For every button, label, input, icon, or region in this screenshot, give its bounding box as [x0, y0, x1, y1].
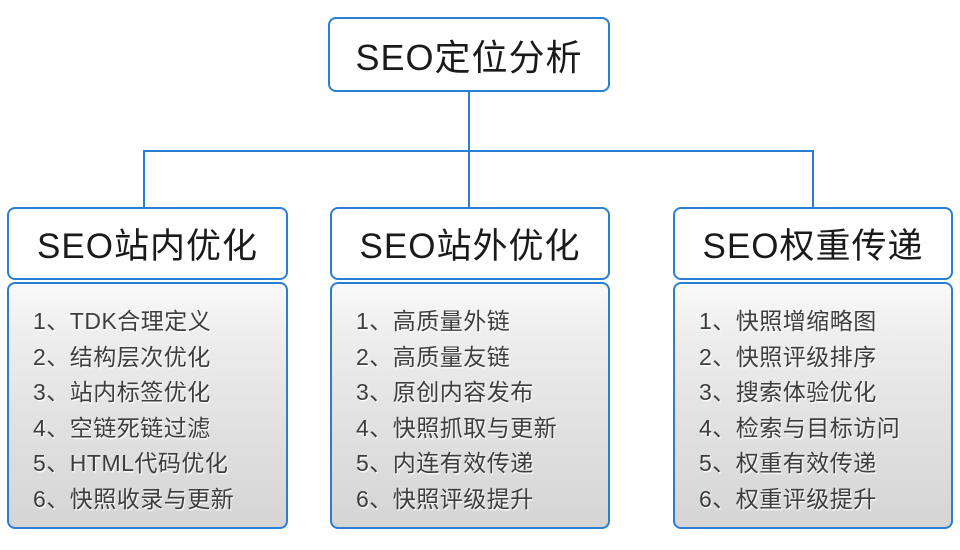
list-item: 2、快照评级排序 [699, 343, 877, 370]
connector-root-vertical [468, 92, 470, 151]
list-item: 3、站内标签优化 [33, 379, 211, 406]
column-list-weight-transfer: 1、快照增缩略图 2、快照评级排序 3、搜索体验优化 4、检索与目标访问 5、权… [673, 282, 953, 529]
list-item: 6、快照收录与更新 [33, 485, 235, 512]
root-node-seo-positioning: SEO定位分析 [328, 17, 610, 92]
list-item: 3、原创内容发布 [356, 379, 534, 406]
column-header-label: SEO站内优化 [37, 227, 258, 266]
column-header-offsite: SEO站外优化 [330, 207, 610, 280]
list-item: 6、快照评级提升 [356, 485, 534, 512]
list-item: 1、TDK合理定义 [33, 308, 212, 334]
column-header-weight-transfer: SEO权重传递 [673, 207, 953, 280]
list-item: 5、权重有效传递 [699, 450, 877, 477]
list-item: 2、高质量友链 [356, 343, 511, 370]
list-item: 6、权重评级提升 [699, 485, 877, 512]
column-header-label: SEO站外优化 [359, 227, 581, 266]
list-item: 4、快照抓取与更新 [356, 414, 558, 441]
connector-horizontal [143, 150, 814, 152]
root-node-label: SEO定位分析 [355, 36, 583, 78]
list-item: 2、结构层次优化 [33, 343, 211, 370]
list-item: 5、HTML代码优化 [33, 450, 229, 477]
connector-middle-vertical [468, 150, 470, 207]
list-item: 3、搜索体验优化 [699, 379, 877, 406]
column-list-onsite: 1、TDK合理定义 2、结构层次优化 3、站内标签优化 4、空链死链过滤 5、H… [7, 282, 288, 529]
column-header-onsite: SEO站内优化 [7, 207, 288, 280]
list-item: 1、快照增缩略图 [699, 308, 877, 334]
column-header-label: SEO权重传递 [702, 227, 924, 266]
column-list-offsite: 1、高质量外链 2、高质量友链 3、原创内容发布 4、快照抓取与更新 5、内连有… [330, 282, 610, 529]
connector-left-vertical [143, 150, 145, 207]
list-item: 1、高质量外链 [356, 308, 511, 334]
list-item: 4、空链死链过滤 [33, 414, 211, 441]
list-item: 4、检索与目标访问 [699, 414, 901, 441]
connector-right-vertical [812, 150, 814, 207]
list-item: 5、内连有效传递 [356, 450, 534, 477]
